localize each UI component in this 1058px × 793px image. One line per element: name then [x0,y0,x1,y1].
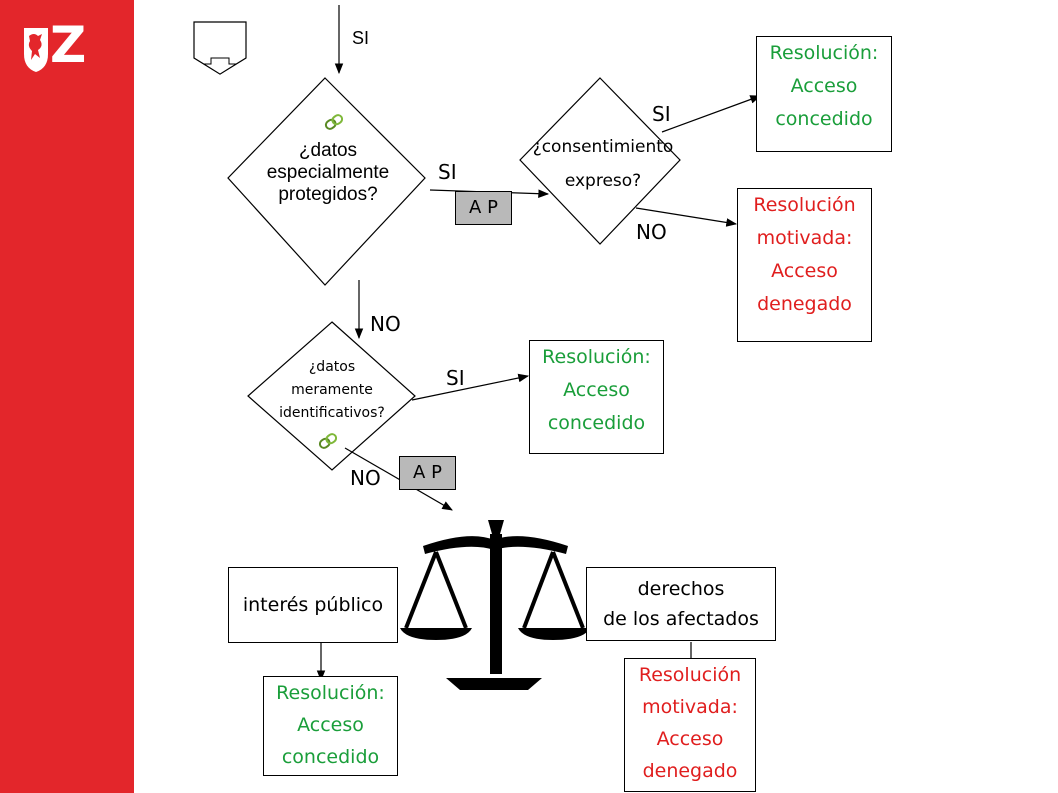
note-line: Resolución: [769,42,879,64]
note-line: Acceso [563,379,630,401]
lion-shield-icon [24,28,48,72]
note-acceso-concedido-2: Resolución: Acceso concedido [529,340,664,454]
note-line: Resolución [753,194,856,216]
note-acceso-concedido-3: Resolución: Acceso concedido [263,676,398,776]
label-si-d2: SI [652,102,671,126]
diamond-2-text: ¿consentimiento expreso? [508,130,698,198]
note-line: denegado [757,293,852,315]
note-line: concedido [775,108,873,130]
box-derechos-afectados: derechos de los afectados [586,567,776,641]
note-line: concedido [547,412,646,434]
note-line: Acceso [656,728,724,750]
note-line: Resolución: [276,682,385,704]
label-si-top: SI [352,28,370,48]
diamond-1-line3: protegidos? [278,183,378,205]
note-line: motivada: [756,227,853,249]
diamond-consentimiento [519,77,681,245]
note-acceso-denegado-1: Resolución motivada: Acceso denegado [737,188,872,342]
link-icon [318,433,338,449]
box-line: de los afectados [603,608,759,630]
diamond-3-text: ¿datos meramente identificativos? [248,356,416,425]
red-sidebar: Z [0,0,134,793]
diamond-2-line1: ¿consentimiento [532,137,674,157]
diamond-1-text: ¿datos especialmente protegidos? [248,140,408,206]
down-arrow-icon [202,57,238,75]
arrow-d2-si [661,95,762,133]
note-line: concedido [281,746,380,768]
note-line: Acceso [297,714,364,736]
note-line: Resolución: [542,346,651,368]
diamond-1-line1: ¿datos [298,140,358,161]
label-no-d2: NO [636,220,667,244]
tag-ap-2: A P [399,456,456,490]
diamond-meramente-identificativos [247,321,416,471]
note-line: Resolución [638,664,742,686]
box-line: derechos [637,578,725,600]
arrow-d3-si [411,373,530,401]
note-acceso-concedido-1: Resolución: Acceso concedido [756,36,892,152]
scale-of-justice-icon [400,520,590,690]
logo-letter: Z [50,16,87,74]
diamond-3-line1: ¿datos [308,359,356,375]
box-interes-publico: interés público [228,567,398,643]
diamond-2-line2: expreso? [564,171,642,191]
diamond-3-line3: identificativos? [279,405,385,421]
note-line: Acceso [771,260,838,282]
note-line: motivada: [642,696,738,718]
label-no-d1: NO [370,312,401,336]
label-no-d3: NO [350,466,381,490]
label-si-d1: SI [438,160,457,184]
diamond-3-line2: meramente [291,382,373,398]
note-acceso-denegado-2: Resolución motivada: Acceso denegado [624,658,756,792]
arrow-d2-no [635,207,738,227]
tag-ap-1: A P [455,191,512,225]
diamond-1-line2: especialmente [266,161,390,183]
label-si-d3: SI [446,366,465,390]
link-icon [324,114,344,130]
note-line: denegado [642,760,738,782]
arrow-d3-no [344,447,453,511]
diamond-datos-protegidos [227,77,426,286]
note-line: Acceso [790,75,858,97]
